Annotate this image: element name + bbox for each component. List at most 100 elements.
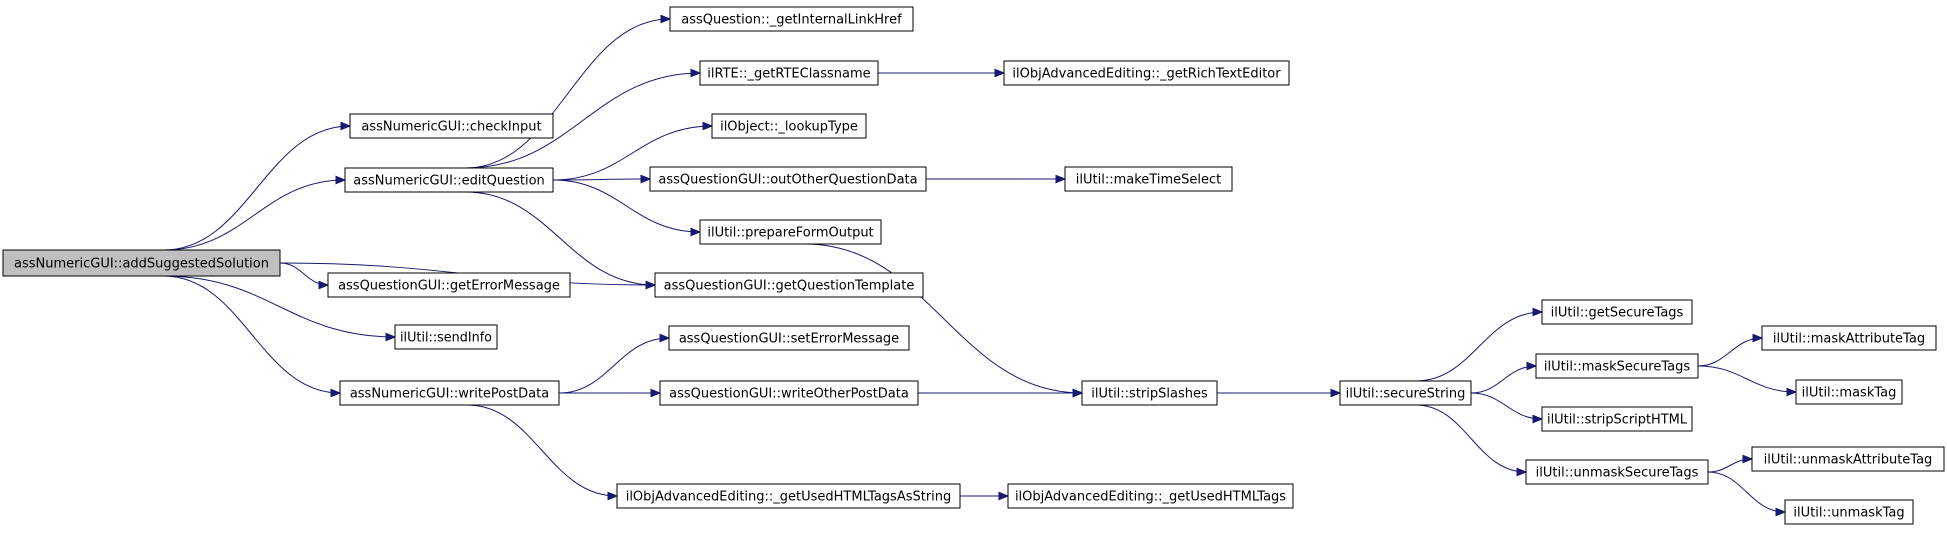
edge-line [552,125,713,181]
node-send-info[interactable]: ilUtil::sendInfo [394,324,498,350]
arrowhead-icon [702,121,714,131]
edge-get-used-htmltags-as-string-to-get-used-htmltags [960,491,1010,501]
node-box [2,249,281,277]
arrowhead-icon [607,491,619,501]
node-lookup-type[interactable]: ilObject::_lookupType [711,113,867,139]
edge-secure-string-to-get-secure-tags [1415,307,1544,382]
node-label: assNumericGUI::editQuestion [353,174,545,189]
edge-unmask-secure-tags-to-unmask-tag [1707,471,1787,517]
node-edit-question[interactable]: assNumericGUI::editQuestion [344,167,554,193]
call-graph-nodes: assNumericGUI::addSuggestedSolutionassNu… [2,6,1945,525]
node-check-input[interactable]: assNumericGUI::checkInput [349,113,554,139]
node-box [1761,325,1937,351]
arrowhead-icon [690,227,702,237]
edge-prepare-form-output-to-strip-slashes [804,243,1084,398]
node-label: ilUtil::getSecureTags [1551,306,1684,321]
node-set-error-message[interactable]: assQuestionGUI::setErrorMessage [668,325,910,351]
edge-secure-string-to-strip-script-html [1470,392,1544,424]
edge-edit-question-to-get-question-template [465,191,657,290]
node-strip-script-html[interactable]: ilUtil::stripScriptHTML [1541,406,1693,432]
node-mask-secure-tags[interactable]: ilUtil::maskSecureTags [1535,353,1699,379]
node-get-rich-text-editor[interactable]: ilObjAdvancedEditing::_getRichTextEditor [1003,60,1290,86]
node-label: assNumericGUI::checkInput [361,120,541,135]
node-label: ilUtil::maskSecureTags [1544,360,1690,375]
node-label: assQuestionGUI::setErrorMessage [679,332,899,347]
edge-line [465,191,656,286]
edge-add-suggested-solution-to-send-info [163,275,397,342]
arrowhead-icon [659,333,671,343]
node-unmask-attribute-tag[interactable]: ilUtil::unmaskAttributeTag [1751,446,1945,472]
node-get-rteclassname[interactable]: ilRTE::_getRTEClassname [699,60,879,86]
call-graph-edges [163,14,1798,517]
node-unmask-secure-tags[interactable]: ilUtil::unmaskSecureTags [1525,459,1709,485]
node-get-internal-link-href[interactable]: assQuestion::_getInternalLinkHref [669,6,914,32]
edge-line [163,275,396,338]
node-box [668,325,910,351]
node-label: ilUtil::stripScriptHTML [1547,413,1688,428]
node-box [339,380,560,406]
edge-add-suggested-solution-to-get-error-message [279,262,330,290]
arrowhead-icon [1742,454,1754,464]
node-make-time-select[interactable]: ilUtil::makeTimeSelect [1064,166,1233,192]
node-label: ilObjAdvancedEditing::_getUsedHTMLTagsAs… [626,490,952,505]
node-mask-tag[interactable]: ilUtil::maskTag [1795,379,1903,405]
node-get-used-htmltags-as-string[interactable]: ilObjAdvancedEditing::_getUsedHTMLTagsAs… [616,483,961,509]
edge-line [1470,392,1543,420]
arrowhead-icon [1532,307,1544,317]
node-label: ilUtil::sendInfo [400,331,492,346]
node-label: ilUtil::maskTag [1802,386,1897,401]
edge-mask-secure-tags-to-mask-tag [1697,365,1798,397]
node-box [699,60,879,86]
arrowhead-icon [340,121,352,131]
edge-out-other-question-data-to-make-time-select [926,174,1067,184]
edge-line [1415,311,1543,382]
node-label: assQuestionGUI::outOtherQuestionData [658,173,917,188]
node-strip-slashes[interactable]: ilUtil::stripSlashes [1081,380,1218,406]
arrowhead-icon [1516,467,1528,477]
node-get-used-htmltags[interactable]: ilObjAdvancedEditing::_getUsedHTMLTags [1007,483,1294,509]
arrowhead-icon [330,388,342,398]
arrowhead-icon [1532,414,1544,424]
node-write-other-post-data[interactable]: assQuestionGUI::writeOtherPostData [659,380,919,406]
node-label: ilUtil::maskAttributeTag [1773,332,1925,347]
edge-line [1697,337,1763,367]
node-box [1795,379,1903,405]
edge-line [552,179,701,233]
node-box [659,380,919,406]
edge-edit-question-to-lookup-type [552,121,714,181]
arrowhead-icon [1526,361,1538,371]
edge-line [467,404,618,497]
node-out-other-question-data[interactable]: assQuestionGUI::outOtherQuestionData [649,166,927,192]
node-label: ilUtil::unmaskAttributeTag [1764,453,1933,468]
node-mask-attribute-tag[interactable]: ilUtil::maskAttributeTag [1761,325,1937,351]
node-box [1525,459,1709,485]
node-box [349,113,554,139]
node-secure-string[interactable]: ilUtil::secureString [1339,380,1472,406]
arrowhead-icon [318,280,330,290]
edge-line [1415,404,1527,473]
node-add-suggested-solution[interactable]: assNumericGUI::addSuggestedSolution [2,249,281,277]
arrowhead-icon [640,174,652,184]
node-get-question-template[interactable]: assQuestionGUI::getQuestionTemplate [654,272,924,298]
edge-edit-question-to-prepare-form-output [552,179,702,237]
node-get-secure-tags[interactable]: ilUtil::getSecureTags [1541,299,1693,325]
node-unmask-tag[interactable]: ilUtil::unmaskTag [1784,499,1914,525]
node-label: ilRTE::_getRTEClassname [707,67,870,82]
edge-get-rteclassname-to-get-rich-text-editor [878,68,1006,78]
edge-write-post-data-to-get-used-htmltags-as-string [467,404,619,501]
node-box [1064,166,1233,192]
edge-line [163,179,346,251]
node-box [1007,483,1294,509]
node-label: assQuestionGUI::getQuestionTemplate [664,279,915,294]
edge-add-suggested-solution-to-edit-question [163,175,347,251]
edge-line [163,125,351,251]
edge-line [1470,365,1537,394]
node-get-error-message[interactable]: assQuestionGUI::getErrorMessage [327,272,571,298]
node-write-post-data[interactable]: assNumericGUI::writePostData [339,380,560,406]
node-prepare-form-output[interactable]: ilUtil::prepareFormOutput [699,219,882,245]
edge-line [804,243,1083,394]
node-box [669,6,914,32]
node-box [654,272,924,298]
edge-write-other-post-data-to-strip-slashes [918,388,1084,398]
